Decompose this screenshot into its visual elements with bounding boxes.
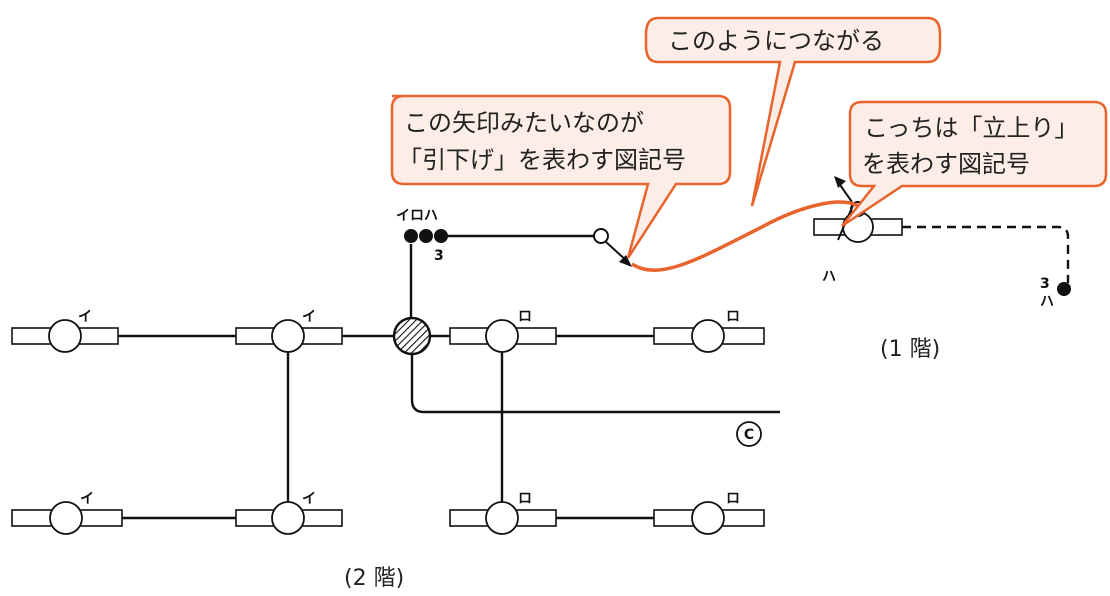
riser-count-label: 3 <box>1040 276 1050 292</box>
fixture-label: ロ <box>726 491 740 507</box>
pulldown-group: イロハ 3 <box>396 208 632 267</box>
fixture-i-1: イ <box>11 309 119 353</box>
fixture-i-3: イ <box>11 491 123 535</box>
callout-connect-text: このようにつながる <box>668 27 884 55</box>
panel-mark: C <box>736 421 762 447</box>
wiring-lines <box>118 234 780 520</box>
fixture-i-2: イ <box>235 309 343 353</box>
fixture-ro-2: ロ <box>653 309 765 353</box>
fixture-label: イ <box>78 309 92 325</box>
floor-label-2f: (2 階) <box>344 566 404 591</box>
circuit-count-label: 3 <box>434 248 444 264</box>
fixture-label: ロ <box>726 309 740 325</box>
floor-label-1f: (1 階) <box>880 337 940 362</box>
fixture-label: ロ <box>518 491 532 507</box>
callout-pulldown-line1: この矢印みたいなのが <box>404 109 644 137</box>
riseup-symbol <box>834 176 853 203</box>
fixture-ro-4: ロ <box>653 491 765 535</box>
fixture-ro-1: ロ <box>449 309 557 353</box>
callout-riseup-line2: を表わす図記号 <box>862 150 1030 178</box>
fixture-label: イ <box>302 309 316 325</box>
fixture-ro-3: ロ <box>449 491 557 535</box>
callout-pulldown: この矢印みたいなのが 「引下げ」を表わす図記号 <box>390 94 732 259</box>
riseup-arrow-icon <box>834 176 846 188</box>
fixture-i-4: イ <box>235 491 343 535</box>
fixture-label: ハ <box>822 269 836 285</box>
fixture-label: イ <box>302 491 316 507</box>
riser-circuit-label: ハ <box>1040 294 1054 310</box>
riser-line-1f: 3 ハ <box>902 225 1071 310</box>
callout-riseup: こっちは「立上り」 を表わす図記号 <box>841 100 1108 228</box>
circuit-group-label: イロハ <box>396 208 438 224</box>
fixture-label: イ <box>80 491 94 507</box>
callout-pulldown-line2: 「引下げ」を表わす図記号 <box>398 146 686 174</box>
fixture-label: ロ <box>518 309 532 325</box>
junction-box <box>392 316 432 356</box>
callout-riseup-line1: こっちは「立上り」 <box>864 114 1078 142</box>
connection-curve <box>631 200 859 272</box>
pulldown-arrow-icon <box>619 255 632 267</box>
callout-connect: このようにつながる <box>644 16 942 207</box>
fixture-ha-1f: ハ <box>813 201 903 285</box>
svg-text:C: C <box>744 427 754 443</box>
